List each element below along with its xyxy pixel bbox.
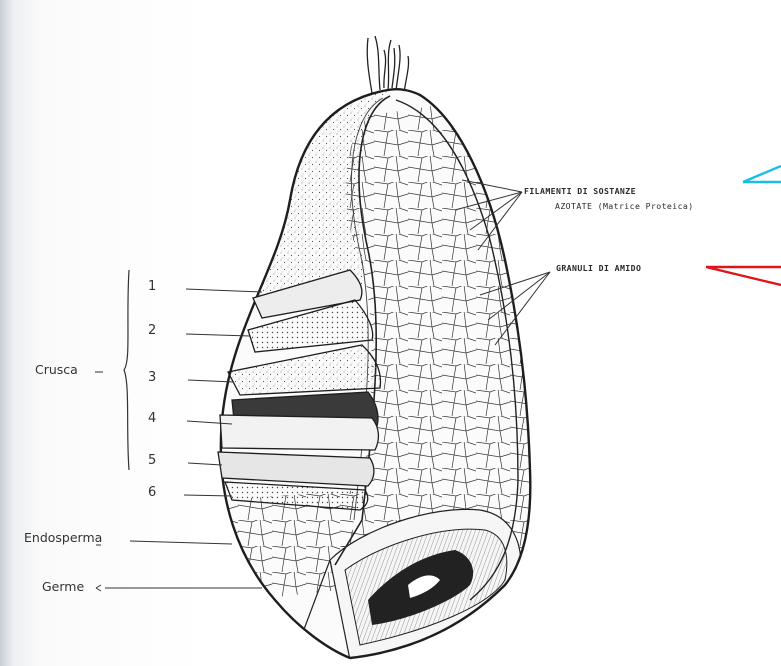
layer-number-1: 1 [148, 279, 156, 294]
layer-number-3: 3 [148, 370, 156, 385]
germe-arrow-icon [96, 585, 101, 591]
layer-number-5: 5 [148, 453, 156, 468]
label-endosperma: Endosperma [24, 530, 102, 545]
label-filamenti-line1: FILAMENTI DI SOSTANZE [524, 186, 636, 196]
layer-number-6: 6 [148, 485, 156, 500]
layer-number-2: 2 [148, 323, 156, 338]
label-filamenti-line2: AZOTATE (Matrice Proteica) [555, 201, 694, 211]
red-annotation-arrow [706, 267, 781, 285]
kernel-hairs [367, 36, 408, 93]
label-granuli: GRANULI DI AMIDO [556, 263, 641, 273]
label-crusca: Crusca [35, 362, 78, 377]
blue-annotation-arrow [743, 166, 781, 182]
label-germe: Germe [42, 579, 84, 594]
crusca-bracket [124, 270, 129, 470]
layer-number-4: 4 [148, 411, 156, 426]
